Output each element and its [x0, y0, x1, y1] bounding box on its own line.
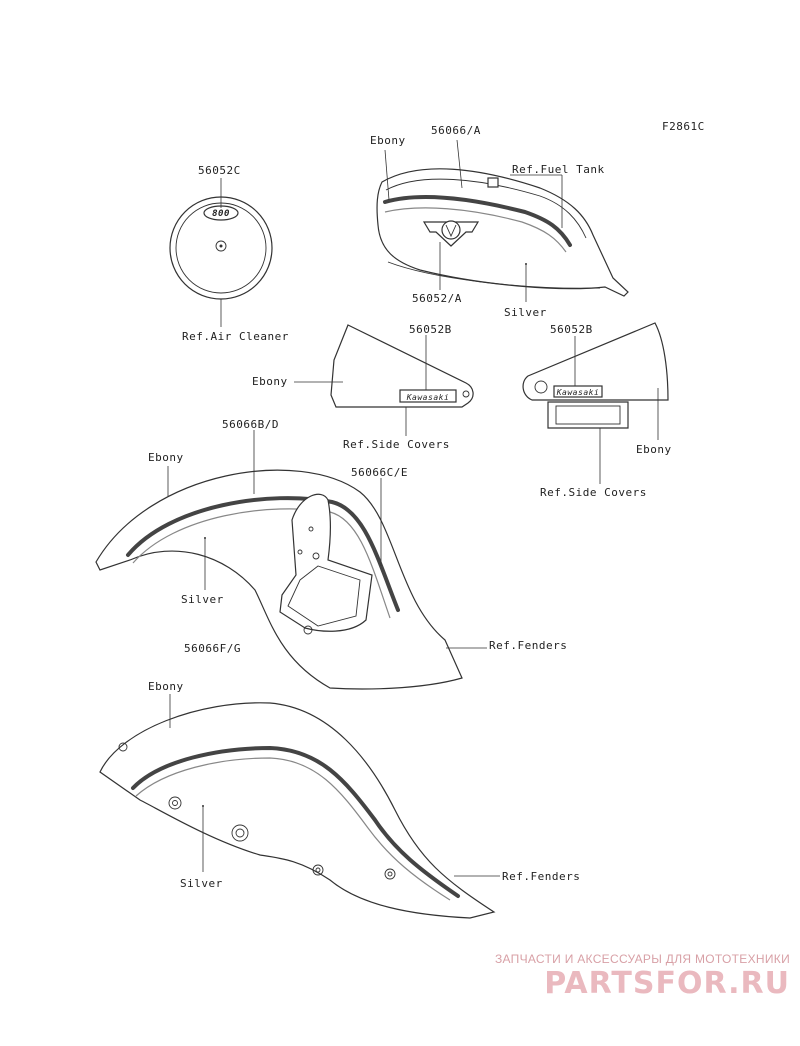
left-side-cover-part-number: 56052B — [409, 323, 452, 336]
rear-fender-silver-label: Silver — [180, 877, 223, 890]
right-side-cover — [522, 322, 669, 401]
figure-id: F2861C — [662, 120, 705, 133]
air-cleaner-badge-text: 800 — [212, 209, 230, 219]
fuel-tank-emblem-part-number: 56052/A — [412, 292, 462, 305]
svg-text:Kawasaki: Kawasaki — [406, 393, 450, 402]
rear-fender-part-number: 56066F/G — [184, 642, 241, 655]
right-side-cover-part-number: 56052B — [550, 323, 593, 336]
right-side-cover-ref-label: Ref.Side Covers — [540, 486, 647, 499]
fuel-tank-stripe-part-number: 56066/A — [431, 124, 481, 137]
left-side-cover-emblem — [399, 389, 457, 403]
fuel-tank-ref-label: Ref.Fuel Tank — [512, 163, 605, 176]
rear-fender-ebony-label: Ebony — [148, 680, 184, 693]
right-side-cover-group: Kawasaki 56052B Ebony Ref.Side Covers — [522, 322, 672, 499]
fuel-tank-ebony-label: Ebony — [370, 134, 406, 147]
front-fender-group: 56066B/D Ebony 56066C/E Silver Ref.Fende… — [95, 418, 567, 690]
front-fender-ref-label: Ref.Fenders — [489, 639, 567, 652]
fuel-tank-silver-label: Silver — [504, 306, 547, 319]
fuel-cap — [487, 177, 499, 188]
air-cleaner-part-number: 56052C — [198, 164, 241, 177]
watermark-logo: PARTSFOR.RU — [544, 966, 790, 1001]
front-fender-silver-label: Silver — [181, 593, 224, 606]
rear-fender-group: Ebony Silver Ref.Fenders — [99, 680, 580, 919]
right-side-cover-emblem — [553, 385, 603, 398]
fuel-tank-body — [376, 168, 629, 297]
left-side-cover — [330, 324, 474, 408]
rear-fender-ref-label: Ref.Fenders — [502, 870, 580, 883]
rear-fender-stripe — [131, 745, 460, 898]
air-cleaner-group: 800 56052C Ref.Air Cleaner — [169, 164, 289, 343]
right-side-cover-ebony-label: Ebony — [636, 443, 672, 456]
rear-fender — [99, 702, 496, 919]
svg-text:Kawasaki: Kawasaki — [556, 388, 600, 397]
air-cleaner-bolt — [215, 240, 227, 252]
fuel-tank-group: Ebony 56066/A Ref.Fuel Tank 56052/A Silv… — [370, 124, 629, 319]
left-side-cover-ebony-label: Ebony — [252, 375, 288, 388]
left-side-cover-group: Kawasaki 56052B Ebony Ref.Side Covers — [252, 323, 474, 451]
front-fender-side-part-number: 56066C/E — [351, 466, 408, 479]
fuel-tank-stripe — [383, 195, 572, 247]
front-fender-ebony-label: Ebony — [148, 451, 184, 464]
right-side-cover-bracket — [547, 401, 629, 429]
left-side-cover-ref-label: Ref.Side Covers — [343, 438, 450, 451]
front-fender — [95, 469, 463, 690]
watermark-tagline: ЗАПЧАСТИ И АКСЕССУАРЫ ДЛЯ МОТОТЕХНИКИ — [494, 952, 790, 966]
front-fender-top-part-number: 56066B/D — [222, 418, 279, 431]
air-cleaner-ref-label: Ref.Air Cleaner — [182, 330, 289, 343]
